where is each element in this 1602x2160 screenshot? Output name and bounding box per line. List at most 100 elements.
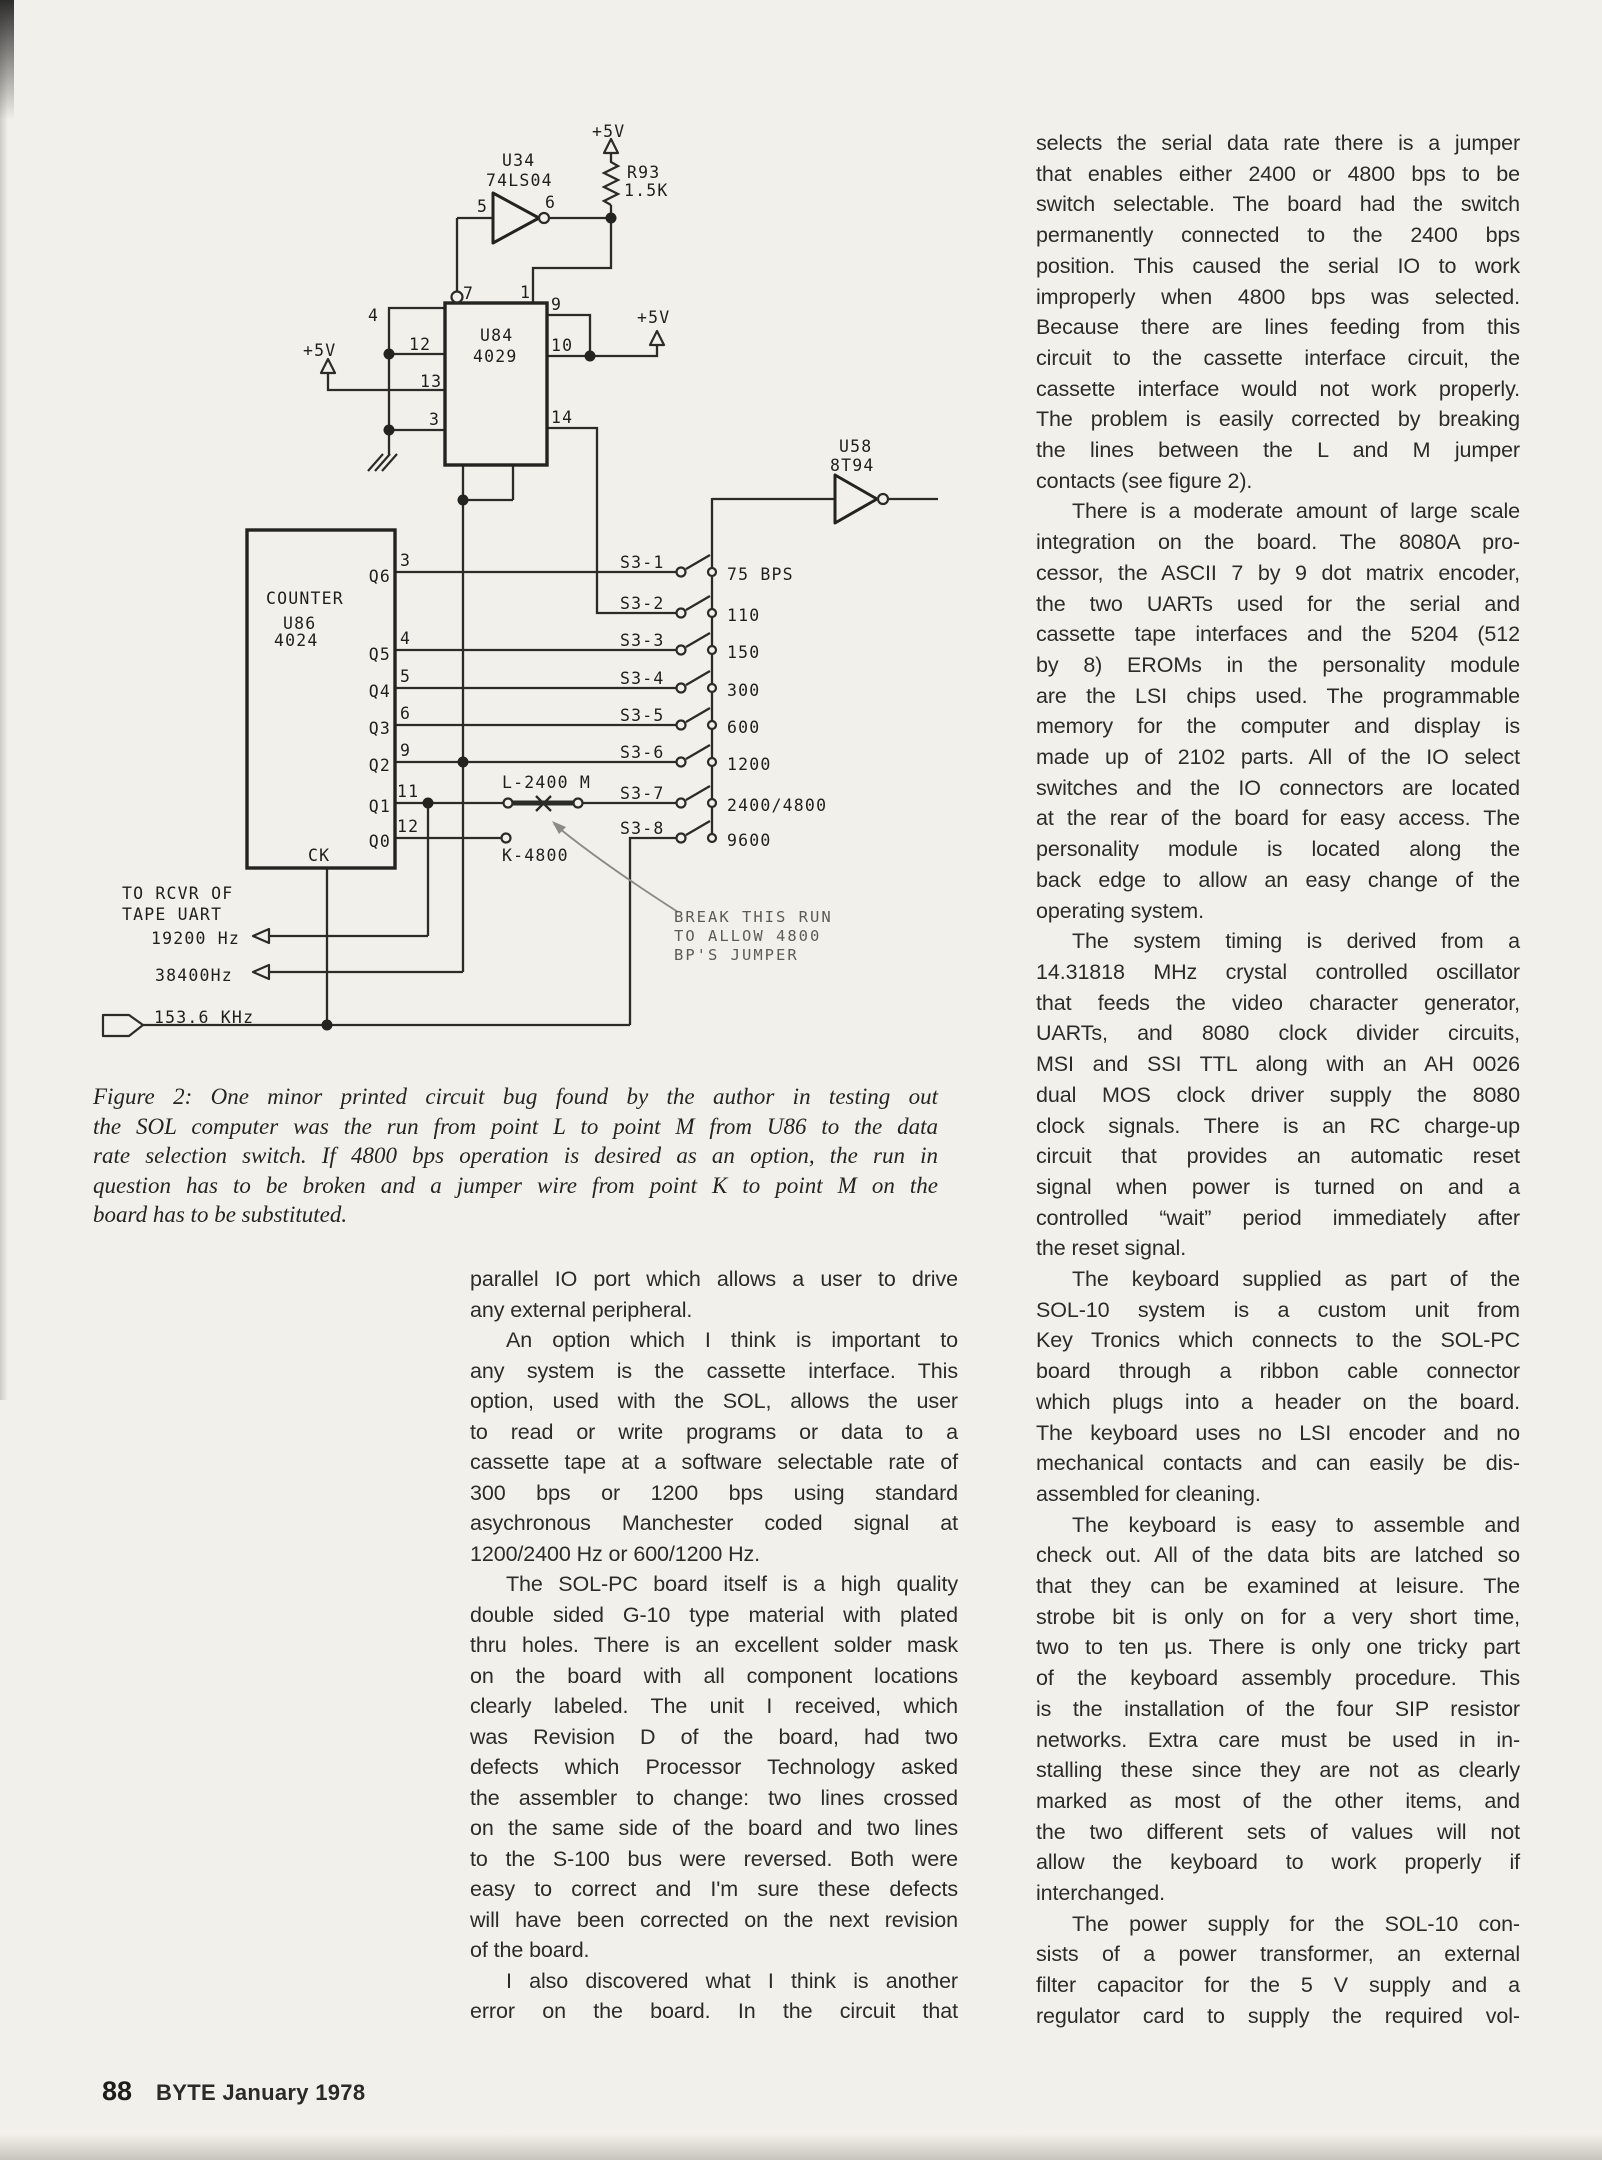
switch-s3-1-label: S3-1 <box>620 553 665 572</box>
text-line: clearly labeled. The unit I received, wh… <box>470 1694 958 1718</box>
u84-pin10-label: 10 <box>551 336 573 355</box>
rate-9600-label: 9600 <box>727 831 772 850</box>
text-line: 1200/2400 Hz or 600/1200 Hz. <box>470 1541 761 1566</box>
u58-part-label: 8T94 <box>830 456 875 475</box>
to-rcvr-label-2: TAPE UART <box>122 905 222 924</box>
text-line: interchanged. <box>1036 1881 1165 1906</box>
to-rcvr-label-1: TO RCVR OF <box>122 884 233 903</box>
u58-buffer-icon <box>833 473 879 525</box>
text-line: SOL-10 system is a custom unit from <box>1036 1297 1520 1322</box>
text-line: are the LSI chips used. The programmable <box>1036 683 1520 708</box>
text-column-middle: parallel IO port which allows a user to … <box>470 1264 958 2027</box>
q3-label: Q3 <box>369 719 391 738</box>
u84-ic-box <box>443 301 549 467</box>
q6-label: Q6 <box>369 567 391 586</box>
text-line: 14.31818 MHz crystal controlled oscillat… <box>1036 959 1520 984</box>
text-line: cessor, the ASCII 7 by 9 dot matrix enco… <box>1036 560 1520 585</box>
u84-part-label: 4029 <box>473 347 518 366</box>
freq-38400-label: 38400Hz <box>155 966 233 985</box>
u84-pin7-bubble <box>450 290 464 304</box>
text-line: networks. Extra care must be used in in- <box>1036 1727 1520 1752</box>
text-line: the reset signal. <box>1036 1236 1187 1261</box>
switch-s3-2-label: S3-2 <box>620 594 665 613</box>
q4-label: Q4 <box>369 682 391 701</box>
text-line: that they can be examined at leisure. Th… <box>1036 1574 1520 1599</box>
text-line: marked as most of the other items, and <box>1036 1788 1520 1813</box>
rate-300-label: 300 <box>727 681 760 700</box>
text-line: personality module is located along the <box>1036 837 1520 862</box>
switch-s3-4-label: S3-4 <box>620 669 665 688</box>
ck-pin-label: CK <box>308 846 330 865</box>
switch-blades <box>685 554 711 836</box>
text-line: two to ten µs. There is only one tricky … <box>1036 1635 1520 1660</box>
text-line: clock signals. There is an RC charge-up <box>1036 1113 1520 1138</box>
text-line: MSI and SSI TTL along with an AH 0026 <box>1036 1052 1520 1077</box>
switch-s3-8-label: S3-8 <box>620 819 665 838</box>
jumper-point <box>502 797 514 809</box>
u84-pin4-label: 4 <box>368 306 379 325</box>
text-line: on the same side of the board and two li… <box>470 1816 958 1840</box>
text-line: mechanical contacts and can easily be di… <box>1036 1451 1520 1476</box>
u84-pin12-label: 12 <box>409 335 431 354</box>
rate-1200-label: 1200 <box>727 755 772 774</box>
text-line: by 8) EROMs in the personality module <box>1036 652 1520 677</box>
rate-75bps-label: 75 BPS <box>727 565 794 584</box>
q1-pin-label: 11 <box>397 782 419 801</box>
switch-s3-3-label: S3-3 <box>620 631 665 650</box>
break-x-mark <box>535 795 552 812</box>
scan-artifact-top-left <box>0 0 14 120</box>
text-line: Figure 2: One minor printed circuit bug … <box>93 1084 938 1109</box>
resistor-r93-symbol <box>601 153 621 206</box>
text-line: cassette tape interfaces and the 5204 (5… <box>1036 622 1520 647</box>
u84-pin14-label: 14 <box>551 408 573 427</box>
u86-part-label: 4024 <box>274 631 319 650</box>
text-line: Because there are lines feeding from thi… <box>1036 315 1520 340</box>
supply-label: +5V <box>637 308 670 327</box>
text-line: that feeds the video character generator… <box>1036 990 1520 1015</box>
magazine-issue-label: BYTE January 1978 <box>156 2080 366 2105</box>
text-line: dual MOS clock driver supply the 8080 <box>1036 1082 1520 1107</box>
note-arrow <box>553 823 679 913</box>
text-line: the two UARTs used for the serial and <box>1036 591 1520 616</box>
signal-arrow-icon <box>251 963 271 981</box>
q6-pin-label: 3 <box>400 551 411 570</box>
text-line: any system is the cassette interface. Th… <box>470 1358 958 1383</box>
switch-contacts <box>675 566 718 844</box>
u34-part-label: 74LS04 <box>486 171 553 190</box>
text-line: easy to correct and I'm sure these defec… <box>470 1877 958 1901</box>
text-line: 300 bps or 1200 bps using standard <box>470 1480 958 1505</box>
freq-153-6-label: 153.6 KHz <box>154 1008 254 1027</box>
u34-inverter-icon <box>491 191 541 245</box>
text-line: circuit to the cassette interface circui… <box>1036 345 1520 370</box>
u84-pin7-label: 7 <box>463 284 474 303</box>
u84-pin1-label: 1 <box>520 283 531 302</box>
jumper-point <box>572 797 584 809</box>
text-line: any external peripheral. <box>470 1297 693 1322</box>
text-line: is the installation of the four SIP resi… <box>1036 1696 1520 1721</box>
text-line: assembled for cleaning. <box>1036 1481 1261 1506</box>
text-line: UARTs, and 8080 clock divider circuits, <box>1036 1021 1520 1046</box>
jumper-l-label: L-2400 M <box>502 773 591 792</box>
text-line: allow the keyboard to work properly if <box>1036 1850 1520 1875</box>
u84-pin3-label: 3 <box>429 410 440 429</box>
q1-label: Q1 <box>369 797 391 816</box>
u84-ref-label: U84 <box>480 326 513 345</box>
switch-s3-7-label: S3-7 <box>620 784 665 803</box>
text-line: on the board with all component location… <box>470 1663 958 1688</box>
text-line: memory for the computer and display is <box>1036 714 1520 739</box>
q4-pin-label: 5 <box>400 667 411 686</box>
break-note-line-1: BREAK THIS RUN <box>674 908 833 926</box>
text-line: operating system. <box>1036 898 1204 923</box>
page-number: 88 <box>102 2076 133 2106</box>
input-flag-icon <box>101 1013 145 1038</box>
text-line: The problem is easily corrected by break… <box>1036 407 1520 432</box>
text-line: improperly when 4800 bps was selected. <box>1036 284 1520 309</box>
jumper-point-k <box>500 832 512 844</box>
supply-arrow-icon <box>648 329 666 347</box>
text-line: Key Tronics which connects to the SOL-PC <box>1036 1328 1520 1353</box>
text-line: error on the board. In the circuit that <box>470 1999 958 2023</box>
text-line: regulator card to supply the required vo… <box>1036 2003 1520 2028</box>
u86-counter-box <box>245 528 397 870</box>
